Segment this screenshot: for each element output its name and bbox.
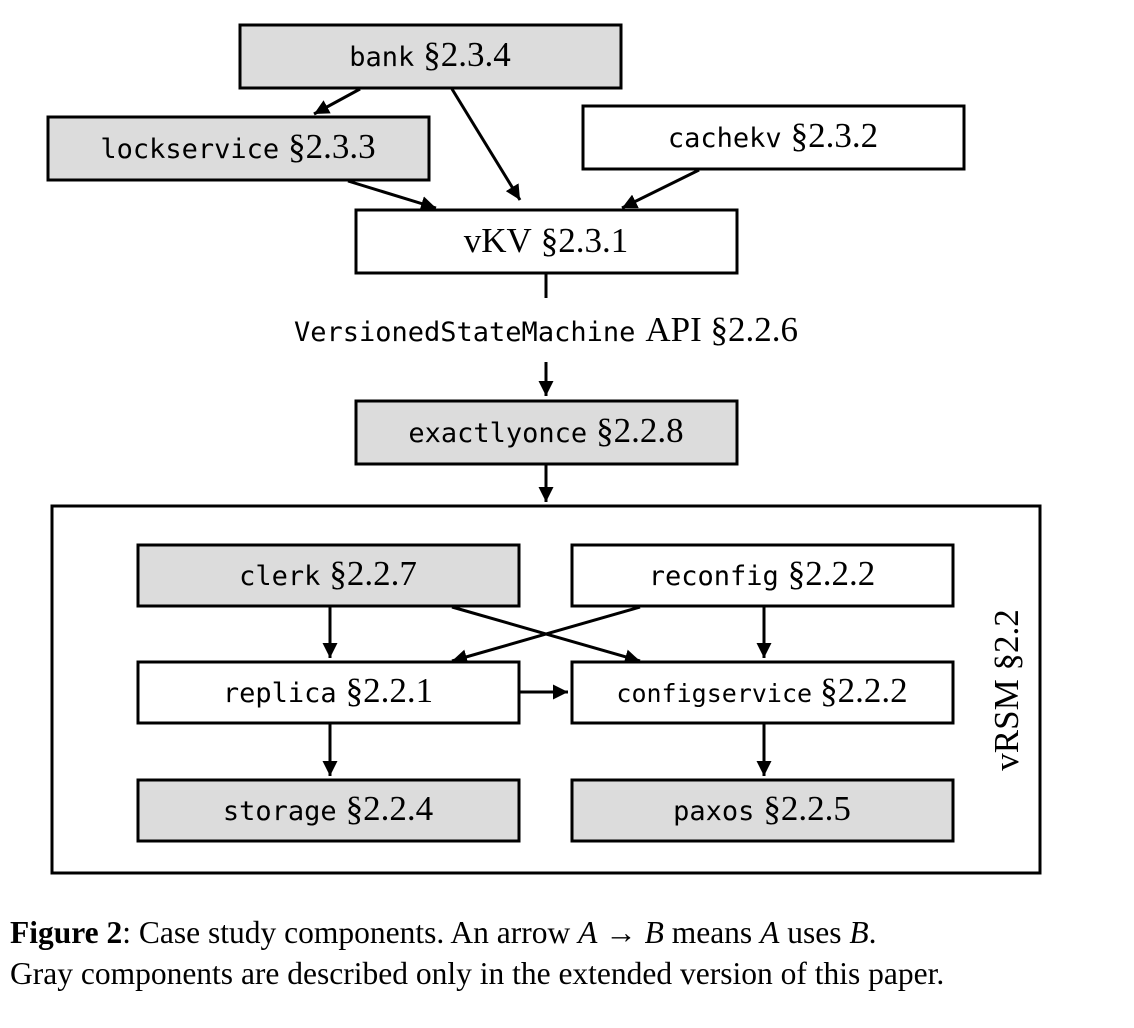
svg-text:configservice§2.2.2: configservice §2.2.2 <box>616 671 907 710</box>
caption-text: : Case study components. An arrow <box>122 915 579 950</box>
node-replica: replica §2.2.1 <box>136 660 521 725</box>
node-paxos: paxos §2.2.5 <box>570 778 955 843</box>
svg-text:cachekv§2.3.2: cachekv §2.3.2 <box>668 116 878 155</box>
group-label: vRSM §2.2 <box>987 609 1026 770</box>
node-section: §2.3.1 <box>541 221 629 260</box>
api-label: VersionedStateMachine API §2.2.6 <box>294 310 798 349</box>
caption-var: A <box>578 915 598 950</box>
node-name: vKV <box>464 221 532 260</box>
svg-text:bank§2.3.4: bank §2.3.4 <box>349 35 511 74</box>
caption-var: A <box>760 915 780 950</box>
node-section: §2.3.4 <box>423 35 511 74</box>
caption-arrow: → <box>605 915 637 950</box>
caption-var: B <box>644 915 664 950</box>
node-clerk: clerk §2.2.7 <box>136 543 521 608</box>
node-name: paxos <box>673 796 754 827</box>
node-name: exactlyonce <box>408 418 587 449</box>
caption-line-1: Figure 2: Case study components. An arro… <box>10 912 1120 953</box>
figure-caption: Figure 2: Case study components. An arro… <box>10 912 1120 994</box>
node-section: §2.2.4 <box>346 789 434 828</box>
node-section: §2.3.2 <box>791 116 879 155</box>
svg-text:paxos§2.2.5: paxos §2.2.5 <box>673 789 851 828</box>
figure-label: Figure 2 <box>10 915 123 950</box>
node-name: reconfig <box>649 561 779 592</box>
svg-text:vKV§2.3.1: vKV§2.3.1 <box>464 221 629 260</box>
caption-text: . <box>868 915 877 950</box>
node-section: §2.2.7 <box>329 554 417 593</box>
node-name: cachekv <box>668 123 782 154</box>
node-exactlyonce: exactlyonce §2.2.8 <box>354 399 739 466</box>
node-name: lockservice <box>100 134 279 165</box>
edge-reconfig-replica <box>451 605 641 665</box>
edge-lockservice-vkv <box>347 179 437 211</box>
edges <box>313 87 772 776</box>
caption-var: B <box>849 915 869 950</box>
edge-bank-lockservice <box>313 87 361 116</box>
node-name: replica <box>223 678 337 709</box>
node-section: §2.3.3 <box>288 127 376 166</box>
node-section: §2.2.2 <box>820 671 908 710</box>
node-name: configservice <box>616 679 812 708</box>
group-vrsm: vRSM §2.2 <box>50 504 1042 875</box>
node-name: clerk <box>239 561 320 592</box>
svg-text:clerk§2.2.7: clerk §2.2.7 <box>239 554 417 593</box>
svg-text:replica§2.2.1: replica §2.2.1 <box>223 671 433 710</box>
edge-cachekv-vkv <box>621 168 700 210</box>
caption-text: uses <box>779 915 850 950</box>
node-lockservice: lockservice §2.3.3 <box>46 115 431 182</box>
node-section: §2.2.2 <box>788 554 876 593</box>
edge-bank-vkv <box>450 88 522 201</box>
node-configservice: configservice §2.2.2 <box>570 660 955 725</box>
node-section: §2.2.5 <box>763 789 851 828</box>
svg-text:reconfig§2.2.2: reconfig §2.2.2 <box>649 554 876 593</box>
node-name: storage <box>223 796 337 827</box>
node-bank: bank §2.3.4 <box>238 23 623 90</box>
node-cachekv: cachekv §2.3.2 <box>581 104 966 171</box>
svg-text:exactlyonce§2.2.8: exactlyonce §2.2.8 <box>408 411 683 450</box>
node-name: bank <box>349 42 414 73</box>
svg-text:lockservice§2.3.3: lockservice §2.3.3 <box>100 127 375 166</box>
node-section: §2.2.1 <box>346 671 434 710</box>
svg-text:storage§2.2.4: storage §2.2.4 <box>223 789 433 828</box>
api-suffix: API §2.2.6 <box>645 310 798 349</box>
caption-line-2: Gray components are described only in th… <box>10 956 945 991</box>
node-reconfig: reconfig §2.2.2 <box>570 543 955 608</box>
node-storage: storage §2.2.4 <box>136 778 521 843</box>
node-vkv: vKV§2.3.1 <box>354 208 739 275</box>
caption-text: means <box>663 915 761 950</box>
api-name: VersionedStateMachine <box>294 317 635 348</box>
node-section: §2.2.8 <box>596 411 684 450</box>
